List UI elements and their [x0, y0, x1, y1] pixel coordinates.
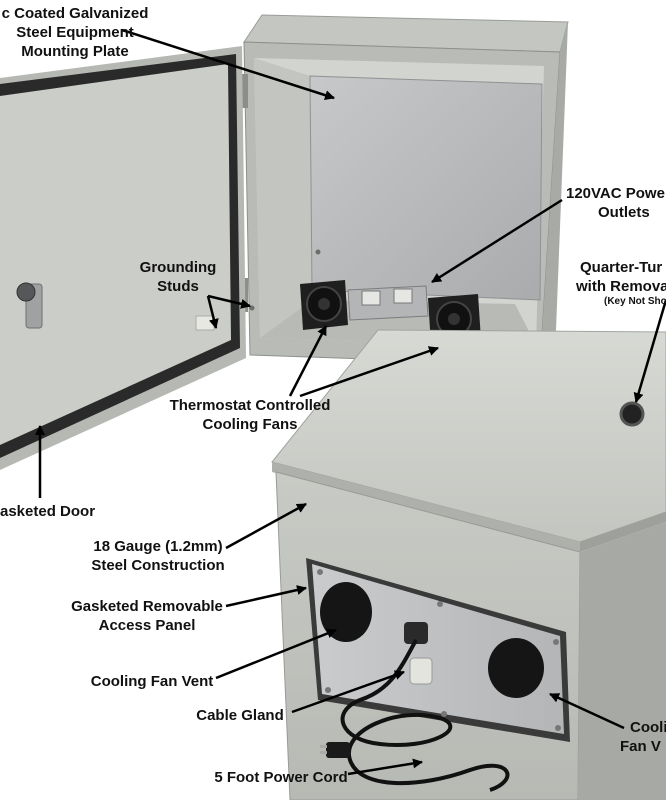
label-line: 18 Gauge (1.2mm) [93, 538, 223, 555]
arrow-grounding-2 [206, 295, 219, 329]
label-panel: Gasketed Removable Access Panel [62, 597, 232, 635]
key-note: (Key Not Sho [604, 296, 666, 307]
cooling-fan-left [300, 280, 348, 330]
label-line: Mounting Plate [21, 43, 129, 60]
label-line: Steel Construction [91, 557, 225, 574]
enclosure-right-side [540, 22, 568, 365]
label-line: Access Panel [98, 617, 196, 634]
callout-arrows [35, 28, 666, 776]
label-line: Steel Equipment [16, 24, 134, 41]
label-line: Cable Gland [196, 707, 284, 724]
label-outlets: 120VAC Powe Outlets [566, 184, 666, 222]
arrow-mounting-plate [121, 28, 335, 101]
label-line: asketed Door [0, 503, 96, 520]
quarter-turn-lock [619, 401, 645, 427]
fan-vent-right [488, 638, 544, 698]
closed-enclosure [271, 329, 666, 800]
label-quarter-turn: Quarter-Tur with Remova (Key Not Sho [576, 258, 666, 308]
enclosure-side-face [578, 522, 666, 800]
label-vent-right: Cooli Fan V [620, 718, 666, 756]
power-outlet-box [347, 285, 429, 321]
door-inner-panel [0, 64, 231, 445]
door-latch [16, 282, 43, 329]
arrow-vent-right [549, 692, 625, 730]
label-gauge: 18 Gauge (1.2mm) Steel Construction [78, 537, 238, 575]
arrow-cord [347, 758, 423, 776]
arrow-grounding-1 [207, 294, 251, 309]
label-line: Cooling Fan Vent [90, 673, 214, 690]
arrow-gland [291, 670, 405, 714]
arrow-quarter-turn [633, 299, 666, 403]
panel-screws [317, 569, 561, 731]
power-cord [340, 639, 510, 792]
label-line: Cooli [630, 719, 666, 736]
lid-front-edge [272, 462, 580, 552]
arrow-vent-left [215, 628, 337, 680]
label-vent-left: Cooling Fan Vent [82, 672, 222, 691]
label-line: Fan V [620, 738, 661, 755]
label-fans: Thermostat Controlled Cooling Fans [160, 396, 340, 434]
label-grounding: Grounding Studs [128, 258, 228, 296]
grounding-stud [315, 249, 321, 255]
label-line: 5 Foot Power Cord [214, 769, 348, 786]
label-line: Thermostat Controlled [169, 397, 331, 414]
interior-left-wall [254, 58, 312, 338]
label-line: Quarter-Tur [580, 259, 663, 276]
cable-gland [404, 622, 433, 685]
lid-right-edge [580, 512, 666, 552]
label-line: Gasketed Removable [71, 598, 223, 615]
label-mounting-plate: c Coated Galvanized Steel Equipment Moun… [0, 4, 150, 61]
label-door: asketed Door [0, 502, 110, 521]
label-gland: Cable Gland [190, 706, 290, 725]
label-line: with Remova [576, 278, 666, 295]
hinge-top [240, 74, 248, 108]
enclosure-door [0, 46, 246, 470]
fan-vent-left [320, 582, 372, 642]
arrow-fan-1 [288, 325, 328, 397]
arrow-outlets [431, 198, 563, 284]
label-cord: 5 Foot Power Cord [206, 768, 356, 787]
label-line: Outlets [598, 204, 650, 221]
arrow-panel [225, 585, 307, 608]
arrow-gauge [225, 502, 307, 550]
open-enclosure [240, 14, 569, 366]
label-line: c Coated Galvanized [1, 5, 149, 22]
label-line: Studs [157, 278, 199, 295]
power-plug [320, 742, 350, 758]
arrow-fan-2 [299, 346, 439, 398]
label-line: Grounding [139, 259, 217, 276]
label-line: 120VAC Powe [566, 185, 665, 202]
door-label-sticker [195, 315, 215, 331]
grounding-stud [249, 305, 255, 311]
label-line: Cooling Fans [202, 416, 298, 433]
mounting-plate [309, 75, 543, 301]
